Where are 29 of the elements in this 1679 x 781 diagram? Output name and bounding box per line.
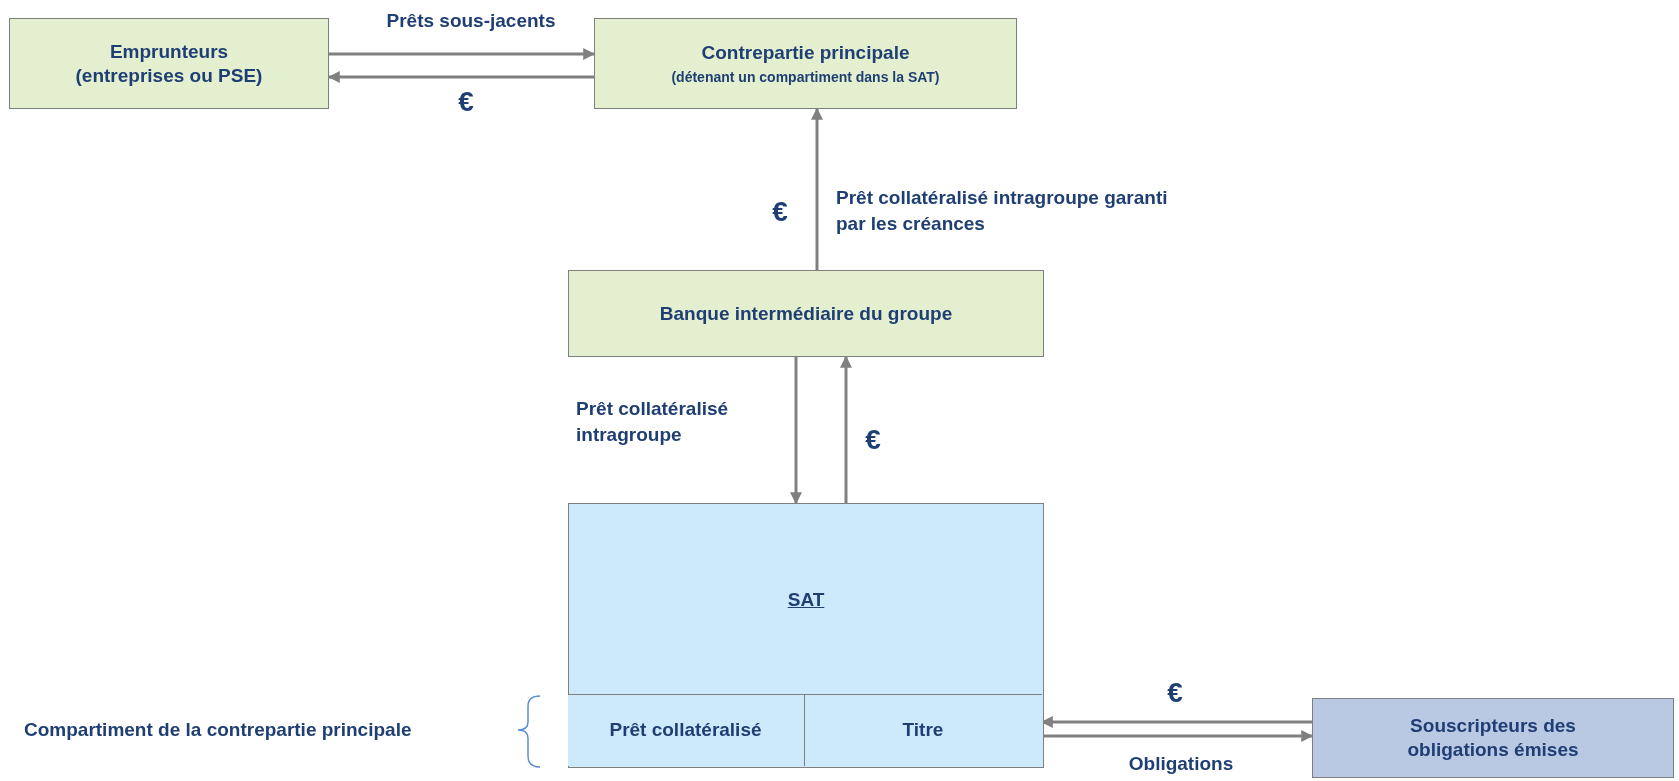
arrow bbox=[327, 71, 594, 83]
node-label: Souscripteurs des obligations émises bbox=[1406, 714, 1580, 762]
edge-label: Prêt collatéralisé intragroupe bbox=[576, 397, 730, 447]
node-label: Contrepartie principale bbox=[701, 40, 910, 65]
edge-label: Prêt collatéralisé intragroupe garanti par les créances bbox=[836, 186, 1169, 236]
arrow bbox=[790, 357, 802, 505]
arrow bbox=[329, 48, 596, 60]
process-box bbox=[1312, 698, 1674, 778]
node-label: Titre bbox=[902, 718, 944, 742]
node-label: Emprunteurs (entreprises ou PSE) bbox=[74, 39, 264, 88]
node-label: Prêt collatéralisé bbox=[609, 718, 762, 742]
process-box bbox=[567, 693, 805, 766]
edge-label: € bbox=[865, 423, 881, 458]
process-box bbox=[594, 18, 1017, 109]
arrow bbox=[1042, 730, 1314, 742]
process-box bbox=[568, 270, 1044, 357]
node-label: Banque intermédiaire du groupe bbox=[659, 301, 953, 326]
node-label: SAT bbox=[787, 587, 825, 612]
arrow bbox=[840, 355, 852, 503]
process-box bbox=[568, 503, 1044, 768]
node-subtitle: (détenant un compartiment dans la SAT) bbox=[671, 68, 940, 87]
edge-label: Prêts sous-jacents bbox=[386, 9, 556, 34]
arrow bbox=[811, 107, 823, 270]
currency-label: € bbox=[772, 195, 788, 230]
edge-label: Obligations bbox=[1128, 752, 1234, 777]
edge-label: € bbox=[458, 85, 474, 120]
process-box bbox=[9, 18, 329, 109]
edge-label: € bbox=[1167, 676, 1183, 711]
bracket-label: Compartiment de la contrepartie principale bbox=[24, 718, 412, 743]
